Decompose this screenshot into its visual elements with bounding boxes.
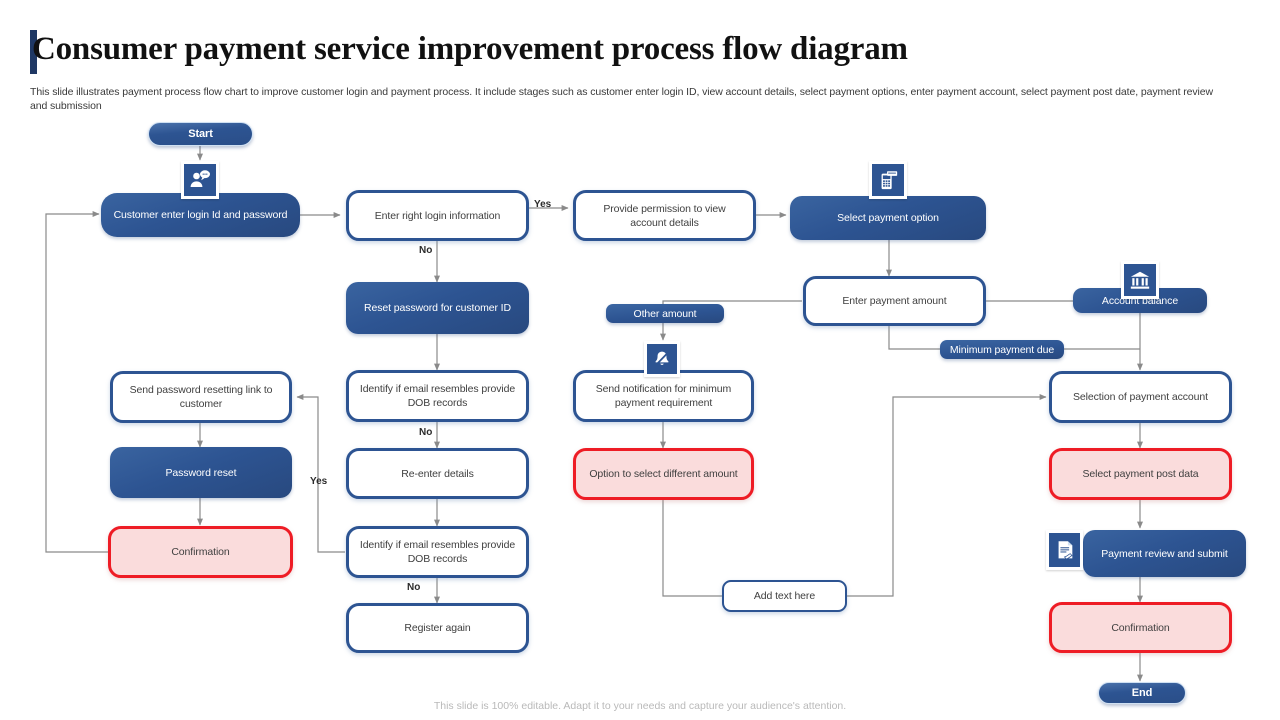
- title-accent-bar: [30, 30, 37, 74]
- node-other-amount-label: Other amount: [633, 307, 697, 320]
- page-subtitle: This slide illustrates payment process f…: [30, 86, 1213, 112]
- node-enter-right-login-label: Enter right login information: [374, 209, 501, 222]
- node-confirmation-left-label: Confirmation: [171, 546, 230, 558]
- node-account-balance-label: Account balance: [1101, 294, 1179, 307]
- node-re-enter-details[interactable]: Re-enter details: [346, 448, 529, 499]
- node-select-payment-post-data-label: Select payment post data: [1082, 468, 1199, 480]
- node-reset-password[interactable]: Reset password for customer ID: [346, 282, 529, 334]
- node-minimum-payment-due[interactable]: Minimum payment due: [940, 340, 1064, 359]
- wire-identify2-yes-sendlink: [296, 394, 345, 553]
- wire-addtext-to-selection: [847, 394, 1047, 597]
- node-other-amount[interactable]: Other amount: [606, 304, 724, 323]
- edge-label-yes-identify: Yes: [310, 476, 328, 487]
- node-provide-permission-label: Provide permission to view account detai…: [603, 202, 726, 229]
- mobile-payment-icon: [869, 161, 907, 199]
- node-confirmation-right[interactable]: Confirmation: [1049, 602, 1232, 653]
- node-start-label: Start: [188, 128, 213, 140]
- edge-label-yes-login: Yes: [534, 199, 552, 210]
- node-add-text-here-label: Add text here: [753, 590, 816, 602]
- node-identify-email-1[interactable]: Identify if email resembles provide DOB …: [346, 370, 529, 422]
- node-end-label: End: [1131, 687, 1153, 699]
- node-payment-review[interactable]: Payment review and submit: [1083, 530, 1246, 577]
- node-start[interactable]: Start: [148, 122, 253, 146]
- node-minimum-payment-due-label: Minimum payment due: [949, 343, 1055, 356]
- page-title: Consumer payment service improvement pro…: [32, 31, 908, 67]
- document-signature-icon: [1046, 530, 1083, 570]
- node-send-password-link-label: Send password resetting link to customer: [129, 384, 273, 410]
- node-enter-right-login[interactable]: Enter right login information: [346, 190, 529, 241]
- node-enter-payment-amount-label: Enter payment amount: [842, 295, 947, 307]
- node-end[interactable]: End: [1098, 682, 1186, 704]
- bank-building-icon: [1121, 261, 1159, 299]
- edge-label-no-identify-2: No: [407, 582, 421, 593]
- wire-amount-to-minimumdue: [888, 326, 940, 350]
- node-register-again-label: Register again: [404, 622, 471, 634]
- node-customer-enter-login[interactable]: Customer enter login Id and password: [101, 193, 300, 237]
- node-option-different-amount-label: Option to select different amount: [589, 468, 738, 480]
- node-send-password-link[interactable]: Send password resetting link to customer: [110, 371, 292, 423]
- node-send-notification-label: Send notification for minimum payment re…: [595, 383, 732, 409]
- node-send-notification[interactable]: Send notification for minimum payment re…: [573, 370, 754, 422]
- node-enter-payment-amount[interactable]: Enter payment amount: [803, 276, 986, 326]
- node-identify-email-2[interactable]: Identify if email resembles provide DOB …: [346, 526, 529, 578]
- node-password-reset-label: Password reset: [165, 466, 237, 479]
- node-provide-permission[interactable]: Provide permission to view account detai…: [573, 190, 756, 241]
- node-option-different-amount[interactable]: Option to select different amount: [573, 448, 754, 500]
- node-reset-password-label: Reset password for customer ID: [364, 302, 511, 314]
- node-selection-payment-account[interactable]: Selection of payment account: [1049, 371, 1232, 423]
- node-select-payment-post-data[interactable]: Select payment post data: [1049, 448, 1232, 500]
- wire-option-to-addtext: [662, 500, 722, 597]
- node-add-text-here[interactable]: Add text here: [722, 580, 847, 612]
- user-speech-bubble-icon: [181, 161, 219, 199]
- slide-footer-note: This slide is 100% editable. Adapt it to…: [433, 700, 847, 712]
- edge-label-no-identify-1: No: [419, 427, 433, 438]
- node-select-payment-option-label: Select payment option: [837, 212, 939, 224]
- node-password-reset[interactable]: Password reset: [110, 447, 292, 498]
- node-identify-email-1-label: Identify if email resembles provide DOB …: [359, 383, 516, 409]
- node-re-enter-details-label: Re-enter details: [401, 467, 474, 480]
- bell-muted-icon: [644, 341, 680, 377]
- node-payment-review-label: Payment review and submit: [1101, 547, 1228, 560]
- edge-label-no-login: No: [419, 245, 433, 256]
- node-identify-email-2-label: Identify if email resembles provide DOB …: [359, 539, 516, 565]
- node-confirmation-left[interactable]: Confirmation: [108, 526, 293, 578]
- node-register-again[interactable]: Register again: [346, 603, 529, 653]
- node-select-payment-option[interactable]: Select payment option: [790, 196, 986, 240]
- wire-confirmation-back-to-login: [45, 211, 108, 553]
- node-confirmation-right-label: Confirmation: [1111, 621, 1170, 634]
- node-account-balance[interactable]: Account balance: [1073, 288, 1207, 313]
- node-customer-enter-login-label: Customer enter login Id and password: [113, 209, 288, 221]
- node-selection-payment-account-label: Selection of payment account: [1073, 391, 1208, 403]
